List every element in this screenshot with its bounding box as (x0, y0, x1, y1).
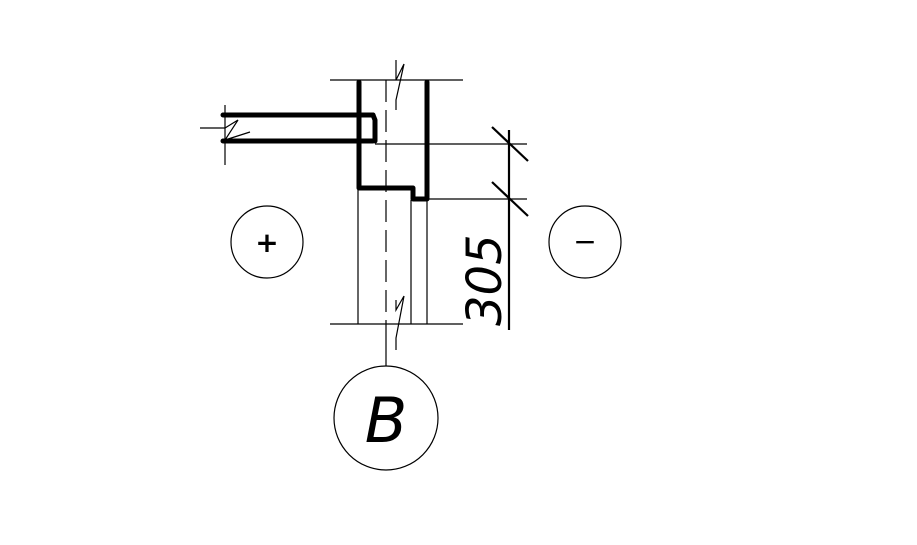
plus-sign: + (255, 226, 278, 259)
profile-thick (220, 79, 430, 202)
grid-axis-marker: В (333, 324, 439, 471)
minus-sign: − (573, 225, 596, 258)
minus-marker: − (548, 205, 622, 279)
plus-marker: + (230, 205, 304, 279)
dimension-extension-lines (375, 143, 527, 200)
dimension-line (491, 126, 529, 330)
break-symbol-bottom (395, 295, 405, 350)
grid-axis-label: В (365, 384, 408, 457)
dimension-value: 305 (457, 234, 513, 326)
break-symbol-top (395, 60, 405, 110)
